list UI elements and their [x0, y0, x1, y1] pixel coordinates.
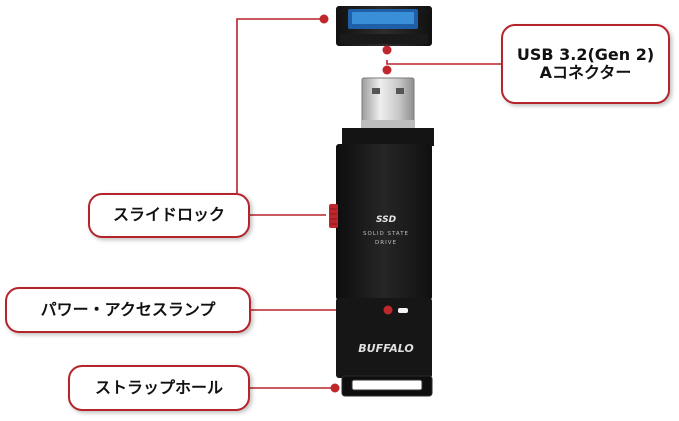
- device-label-ssd: SSD: [376, 215, 397, 225]
- marker-dot-usb-top: [382, 45, 392, 55]
- marker-dot-usb-bottom: [382, 65, 392, 75]
- brand-logo: BUFFALO: [358, 342, 413, 355]
- leader-line-slide-lock: [236, 18, 324, 193]
- slide-lock-switch: [329, 204, 338, 228]
- callout-slide-lock-label: スライドロック: [112, 205, 225, 225]
- device-body: SSD SOLID STATE DRIVE BUFFALO: [329, 128, 434, 397]
- callout-power-lamp-label: パワー・アクセスランプ: [40, 299, 216, 319]
- callout-slide-lock: スライドロック: [88, 193, 250, 238]
- marker-dot-slide-lock-top: [319, 14, 329, 24]
- callout-strap-hole: ストラップホール: [68, 365, 250, 411]
- access-lamp: [398, 308, 408, 313]
- callout-usb-line2: Aコネクター: [539, 63, 632, 82]
- device-label-line1: SOLID STATE: [363, 231, 409, 237]
- marker-dot-power-lamp: [383, 305, 393, 315]
- callout-usb-line1: USB 3.2(Gen 2): [516, 44, 655, 64]
- device-cap: [336, 6, 432, 46]
- callout-strap-hole-label: ストラップホール: [94, 377, 223, 397]
- leader-line-usb: [386, 60, 501, 65]
- device-label-line2: DRIVE: [375, 240, 397, 246]
- usb-connector: [361, 77, 415, 133]
- callout-power-access-lamp: パワー・アクセスランプ: [5, 287, 251, 333]
- marker-dots: [319, 14, 393, 393]
- marker-dot-strap-hole: [330, 383, 340, 393]
- callout-usb-connector: USB 3.2(Gen 2) Aコネクター: [501, 24, 670, 104]
